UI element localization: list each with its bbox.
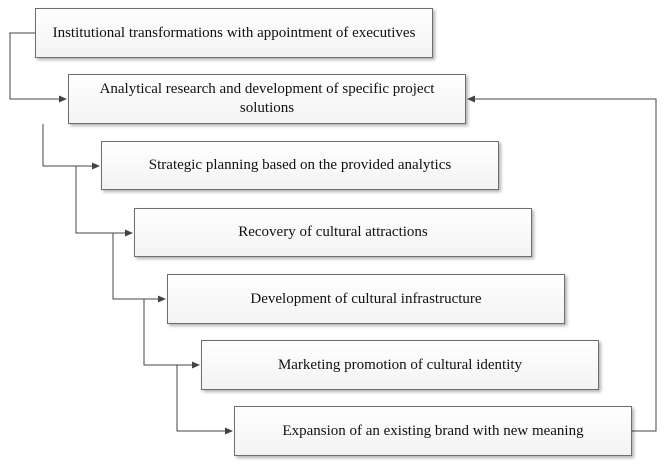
step-box-recovery-of-attractions: Recovery of cultural attractions: [134, 208, 532, 257]
step-label: Analytical research and development of s…: [99, 81, 435, 116]
step-box-analytical-research: Analytical research and development of s…: [68, 74, 466, 124]
step-box-institutional-transformations: Institutional transformations with appoi…: [35, 8, 433, 58]
step-box-brand-expansion: Expansion of an existing brand with new …: [234, 406, 632, 456]
feedback-arrow-7-to-2: [467, 95, 657, 432]
step-label: Expansion of an existing brand with new …: [282, 422, 584, 439]
connector-arrow-6-to-7: [176, 365, 233, 435]
connector-arrow-2-to-3: [42, 124, 100, 170]
step-box-strategic-planning: Strategic planning based on the provided…: [101, 141, 499, 190]
connector-arrow-4-to-5: [112, 233, 166, 303]
step-label: Development of cultural infrastructure: [250, 290, 482, 307]
step-label: Institutional transformations with appoi…: [52, 24, 416, 41]
step-label: Marketing promotion of cultural identity: [277, 356, 523, 373]
step-label: Strategic planning based on the provided…: [148, 157, 452, 173]
step-label: Recovery of cultural attractions: [238, 224, 428, 240]
connector-arrow-1-to-2: [9, 32, 67, 103]
step-box-marketing-promotion: Marketing promotion of cultural identity: [201, 340, 599, 390]
step-box-cultural-infrastructure: Development of cultural infrastructure: [167, 274, 565, 324]
connector-arrow-5-to-6: [143, 299, 200, 369]
